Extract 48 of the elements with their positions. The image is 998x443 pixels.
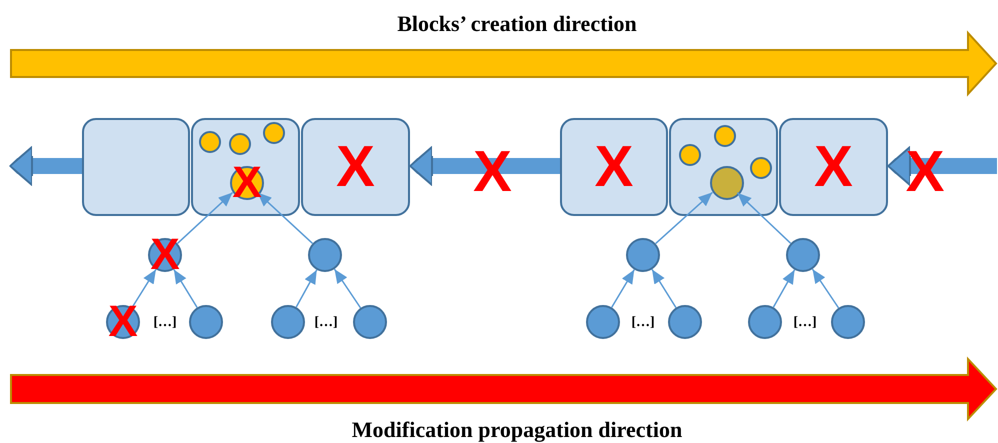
node-circle xyxy=(271,305,305,339)
cross-mark: X xyxy=(108,304,138,340)
small-circle xyxy=(229,133,251,155)
small-circle xyxy=(750,157,772,179)
cross-mark: X xyxy=(594,144,634,190)
arrow xyxy=(812,268,840,308)
block-box xyxy=(82,118,190,216)
arrow xyxy=(334,268,362,308)
caption-text: Modification propagation direction xyxy=(352,419,682,441)
arrow xyxy=(256,192,314,244)
title-text: Blocks’ creation direction xyxy=(397,13,637,35)
node-circle xyxy=(668,305,702,339)
node-circle xyxy=(831,305,865,339)
node-circle xyxy=(786,238,820,272)
arrow xyxy=(611,269,635,308)
cross-mark: X xyxy=(150,237,180,273)
node-circle xyxy=(710,166,744,200)
cross-mark: X xyxy=(336,144,375,190)
ellipsis-text: […] xyxy=(631,316,655,330)
small-circle xyxy=(199,131,221,153)
arrow xyxy=(651,269,677,308)
arrow xyxy=(131,269,157,308)
ellipsis-text: […] xyxy=(793,316,817,330)
block-box xyxy=(191,118,300,216)
block-box xyxy=(560,118,668,216)
node-circle xyxy=(353,305,387,339)
node-circle xyxy=(626,238,660,272)
arrow xyxy=(176,192,234,244)
ellipsis-text: […] xyxy=(314,316,338,330)
block-box xyxy=(301,118,410,216)
small-circle xyxy=(714,125,736,147)
node-circle xyxy=(586,305,620,339)
node-circle xyxy=(189,305,223,339)
ellipsis-text: […] xyxy=(153,316,177,330)
arrow xyxy=(655,192,713,244)
cross-mark: X xyxy=(232,165,262,201)
arrow xyxy=(772,269,796,308)
small-circle xyxy=(679,144,701,166)
arrow xyxy=(296,270,318,308)
cross-mark: X xyxy=(814,144,853,190)
arrow xyxy=(173,269,198,308)
block-arrow xyxy=(9,146,82,186)
small-circle xyxy=(263,122,285,144)
arrow xyxy=(736,192,792,244)
node-circle xyxy=(748,305,782,339)
block-box xyxy=(669,118,778,216)
block-box xyxy=(779,118,888,216)
node-circle xyxy=(308,238,342,272)
